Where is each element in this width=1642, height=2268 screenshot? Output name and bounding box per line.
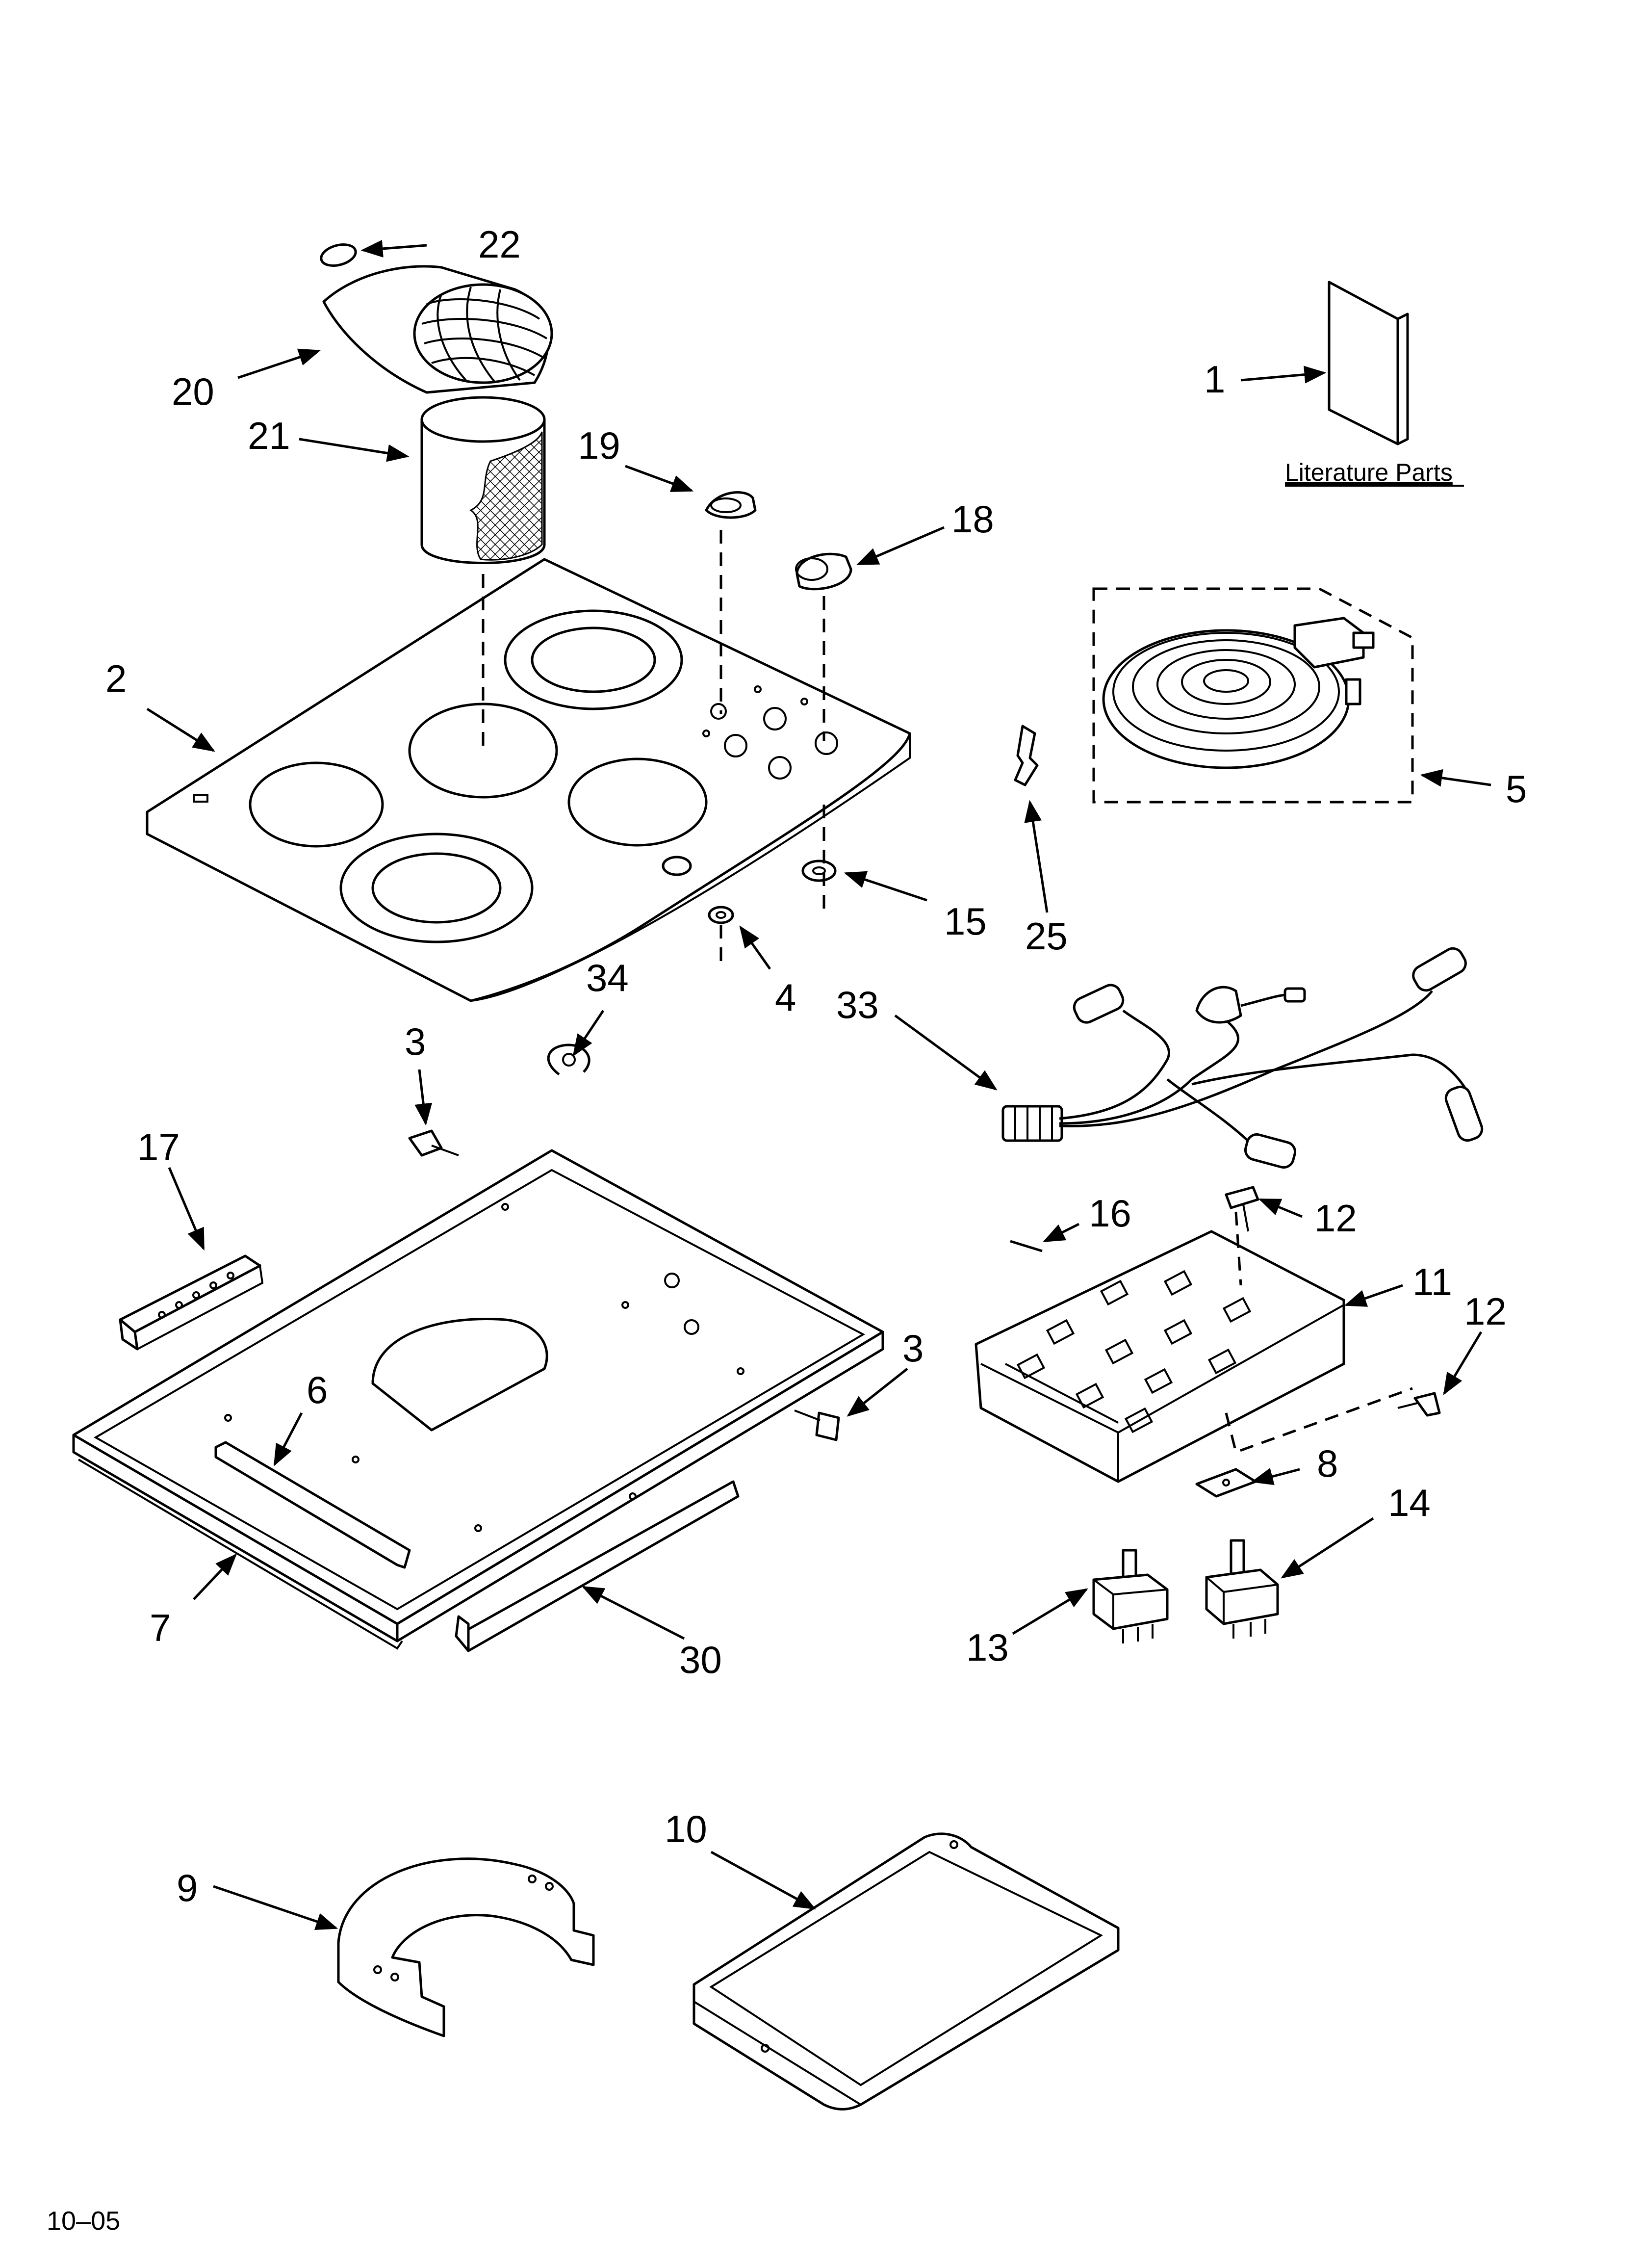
callout-10: 10 [665, 1807, 707, 1851]
part-3-screw-right [794, 1409, 840, 1441]
callout-33: 33 [836, 983, 879, 1026]
part-5-radiant-element [1092, 587, 1414, 804]
part-16-pin [1010, 1240, 1043, 1252]
part-10-tray [693, 1832, 1120, 2111]
callout-6: 6 [307, 1368, 328, 1411]
callout-21: 21 [248, 414, 290, 457]
part-34-clip [547, 1043, 590, 1075]
part-20-vent-cover [322, 265, 553, 394]
date-code: 10–05 [47, 2206, 120, 2236]
part-18-knob [795, 552, 852, 591]
part-12-screw-top [1225, 1186, 1259, 1232]
callout-3-right: 3 [902, 1327, 924, 1370]
callout-14: 14 [1388, 1481, 1431, 1524]
callout-17: 17 [137, 1125, 180, 1169]
callout-22: 22 [478, 223, 521, 266]
part-15-grommet [801, 860, 837, 882]
callout-11: 11 [1412, 1260, 1452, 1303]
callout-12-right: 12 [1464, 1290, 1507, 1333]
callout-12-top: 12 [1314, 1197, 1357, 1240]
callout-2: 2 [105, 657, 127, 700]
control-dials [702, 685, 838, 780]
part-4-grommet [708, 906, 734, 924]
part-3-screw-top [408, 1129, 459, 1157]
part-14-switch [1205, 1539, 1279, 1639]
part-25-bracket [1014, 725, 1039, 786]
callout-5: 5 [1506, 767, 1527, 810]
callout-9: 9 [177, 1866, 198, 1909]
callout-1: 1 [1204, 358, 1225, 401]
part-6-rail [214, 1441, 411, 1569]
callout-4: 4 [775, 976, 796, 1019]
callout-25: 25 [1025, 914, 1068, 958]
callout-13: 13 [966, 1626, 1009, 1669]
chassis-holes [224, 1203, 744, 1532]
part-19-knob [705, 491, 757, 519]
callout-20: 20 [172, 370, 214, 413]
part-17-bracket [119, 1254, 264, 1351]
callout-16: 16 [1089, 1192, 1131, 1235]
callout-3-top: 3 [405, 1020, 426, 1063]
part-2-cooktop-glass [146, 558, 911, 1002]
callout-7: 7 [150, 1606, 171, 1649]
callout-18: 18 [951, 497, 994, 541]
part-21-filter [420, 396, 546, 564]
part-1-literature [1328, 281, 1409, 445]
part-33-wire-harness [1001, 947, 1484, 1169]
callout-34: 34 [586, 956, 629, 999]
part-22-badge [320, 243, 357, 267]
callout-8: 8 [1317, 1442, 1338, 1485]
callout-labels: 22 20 21 19 18 1 2 5 25 15 4 34 33 3 17 … [105, 223, 1527, 1909]
callout-15: 15 [944, 900, 987, 943]
part-9-shield [337, 1857, 595, 2037]
part-11-control-box [975, 1230, 1345, 1483]
literature-parts-label: Literature Parts [1285, 459, 1453, 486]
part-7-chassis [72, 1149, 884, 1650]
callout-30: 30 [679, 1638, 722, 1681]
assembly-lines [482, 530, 1413, 1454]
callout-19: 19 [578, 424, 620, 467]
leader-arrows [146, 239, 1491, 1930]
part-12-screw-right [1397, 1392, 1441, 1417]
part-13-switch [1092, 1549, 1169, 1643]
part-8-plate [1195, 1468, 1257, 1498]
part-30-trim [455, 1480, 740, 1652]
